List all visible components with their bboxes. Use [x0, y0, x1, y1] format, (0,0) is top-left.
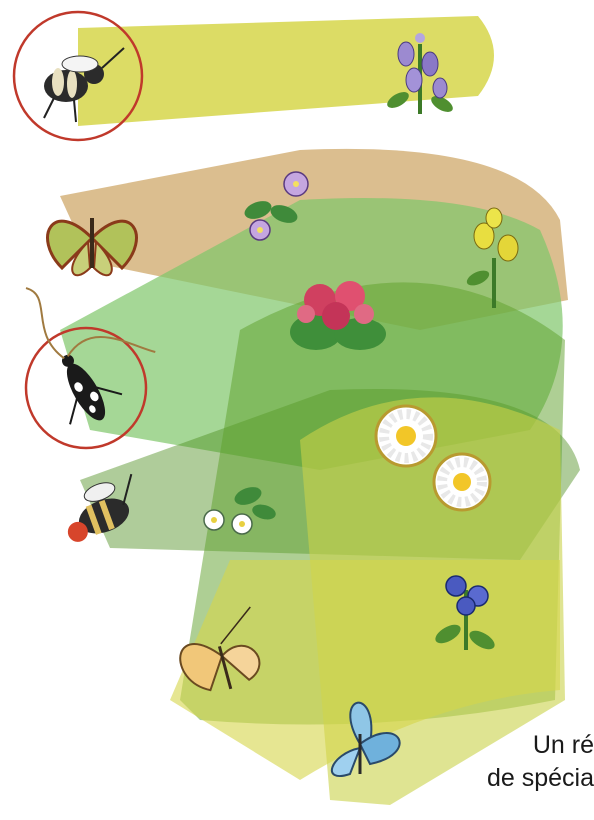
- beams: [60, 16, 580, 805]
- caption-line-1: Un ré: [0, 731, 594, 760]
- butterfly-icon: [48, 218, 137, 275]
- caption-line-2: de spécia: [0, 764, 594, 793]
